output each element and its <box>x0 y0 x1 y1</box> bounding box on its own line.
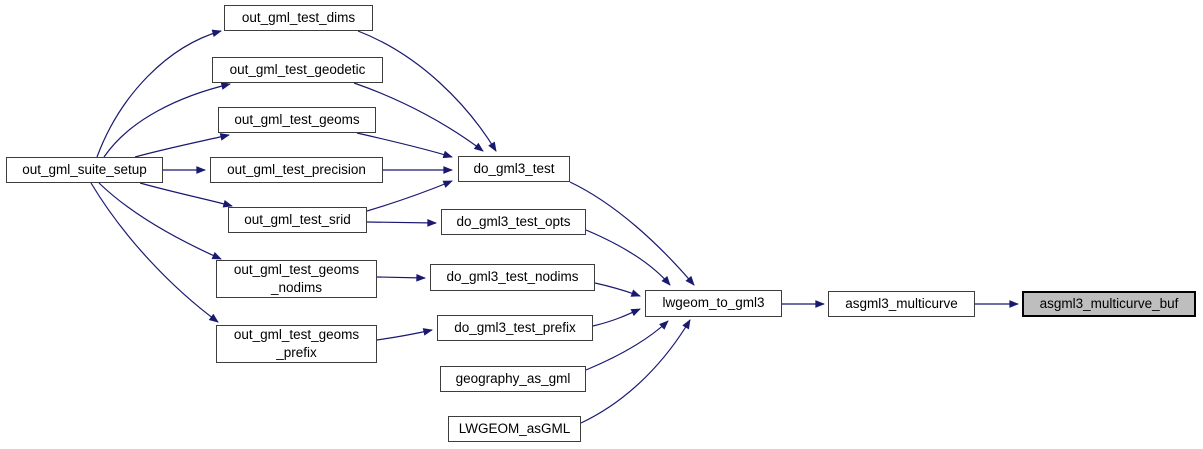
node-geography_as_gml[interactable]: geography_as_gml <box>440 366 586 392</box>
node-do_gml3_test[interactable]: do_gml3_test <box>458 156 570 182</box>
edge-out_gml_suite_setup-to-out_gml_test_geodetic <box>103 82 231 158</box>
node-label: asgml3_multicurve_buf <box>1039 295 1179 311</box>
edge-do_gml3_test_nodims-to-lwgeom_to_gml3 <box>594 282 641 297</box>
edge-out_gml_test_geoms_prefix-to-do_gml3_test_prefix <box>376 328 433 341</box>
node-label: LWGEOM_asGML <box>458 420 571 436</box>
node-do_gml3_test_opts[interactable]: do_gml3_test_opts <box>441 209 586 235</box>
edge-out_gml_suite_setup-to-out_gml_test_dims <box>96 29 222 158</box>
node-label-line2: _prefix <box>276 345 317 360</box>
node-label: asgml3_multicurve <box>845 295 958 311</box>
edge-do_gml3_test_prefix-to-lwgeom_to_gml3 <box>592 308 641 327</box>
node-out_gml_suite_setup[interactable]: out_gml_suite_setup <box>6 157 163 183</box>
node-LWGEOM_asGML[interactable]: LWGEOM_asGML <box>448 416 581 442</box>
node-out_gml_test_geoms_nodims[interactable]: out_gml_test_geoms _nodims <box>216 260 377 298</box>
node-label: out_gml_test_geodetic <box>229 61 366 77</box>
node-label: do_gml3_test_nodims <box>446 269 579 285</box>
edge-do_gml3_test-to-lwgeom_to_gml3 <box>569 181 695 286</box>
edge-out_gml_suite_setup-to-out_gml_test_geoms <box>134 133 230 158</box>
node-label: out_gml_test_geoms <box>234 111 360 127</box>
node-out_gml_test_dims[interactable]: out_gml_test_dims <box>224 5 373 31</box>
node-label-line2: _nodims <box>270 280 323 295</box>
node-do_gml3_test_nodims[interactable]: do_gml3_test_nodims <box>430 264 595 291</box>
node-out_gml_test_geoms[interactable]: out_gml_test_geoms <box>218 107 376 133</box>
node-label: out_gml_test_precision <box>227 161 366 177</box>
edge-out_gml_test_dims-to-do_gml3_test <box>357 30 497 152</box>
node-label-line1: out_gml_test_geoms <box>233 326 360 342</box>
node-label: geography_as_gml <box>455 370 571 386</box>
node-label: out_gml_test_dims <box>241 9 356 25</box>
edge-LWGEOM_asGML-to-lwgeom_to_gml3 <box>580 319 691 424</box>
node-label-line1: out_gml_test_geoms <box>233 261 360 277</box>
node-label: do_gml3_test_opts <box>456 213 571 229</box>
node-label: do_gml3_test_prefix <box>454 319 576 335</box>
node-out_gml_test_geoms_prefix[interactable]: out_gml_test_geoms _prefix <box>216 325 377 363</box>
node-label: lwgeom_to_gml3 <box>662 295 765 311</box>
node-do_gml3_test_prefix[interactable]: do_gml3_test_prefix <box>437 315 593 341</box>
node-asgml3_multicurve_buf: asgml3_multicurve_buf <box>1022 291 1196 317</box>
edge-out_gml_suite_setup-to-out_gml_test_geoms_prefix <box>90 182 219 323</box>
edge-out_gml_test_geoms-to-do_gml3_test <box>356 132 453 159</box>
node-out_gml_test_geodetic[interactable]: out_gml_test_geodetic <box>212 57 383 83</box>
node-out_gml_test_precision[interactable]: out_gml_test_precision <box>210 157 383 183</box>
edge-out_gml_suite_setup-to-out_gml_test_srid <box>139 182 233 208</box>
edge-out_gml_test_geoms_nodims-to-do_gml3_test_nodims <box>376 273 426 282</box>
node-label: out_gml_suite_setup <box>22 161 147 177</box>
node-out_gml_test_srid[interactable]: out_gml_test_srid <box>228 207 367 233</box>
edge-geography_as_gml-to-lwgeom_to_gml3 <box>585 320 669 371</box>
node-label: out_gml_test_srid <box>244 211 351 227</box>
node-lwgeom_to_gml3[interactable]: lwgeom_to_gml3 <box>645 290 782 317</box>
edge-out_gml_test_srid-to-do_gml3_test <box>366 180 453 212</box>
node-asgml3_multicurve[interactable]: asgml3_multicurve <box>828 291 975 317</box>
edge-out_gml_test_srid-to-do_gml3_test_opts <box>366 219 437 227</box>
edge-out_gml_suite_setup-to-out_gml_test_geoms_nodims <box>98 182 222 260</box>
edge-out_gml_test_geodetic-to-do_gml3_test <box>353 82 484 152</box>
node-label: do_gml3_test <box>473 160 555 176</box>
edge-do_gml3_test_opts-to-lwgeom_to_gml3 <box>585 229 671 286</box>
